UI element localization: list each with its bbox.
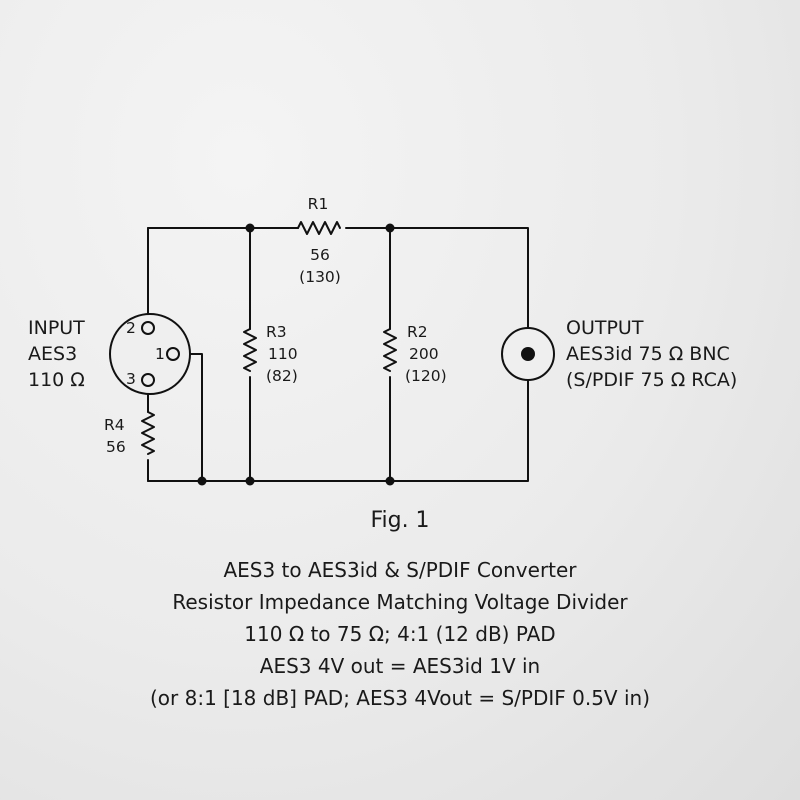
- output-label-line1: OUTPUT: [566, 317, 644, 339]
- r1-alt-value: (130): [299, 268, 341, 286]
- caption-line-5: (or 8:1 [18 dB] PAD; AES3 4Vout = S/PDIF…: [149, 686, 651, 710]
- output-label-line3: (S/PDIF 75 Ω RCA): [566, 369, 738, 391]
- r4-name: R4: [104, 416, 125, 434]
- output-label-line2: AES3id 75 Ω BNC: [566, 343, 730, 365]
- r3-alt-value: (82): [266, 367, 298, 385]
- wire-bottom: [147, 379, 529, 482]
- junction-dot: [197, 476, 207, 486]
- junction-dot: [385, 476, 395, 486]
- xlr-connector: [109, 313, 191, 395]
- xlr-pin1: [166, 347, 180, 361]
- r2-resistor: [383, 328, 397, 372]
- wire-top-right: [345, 227, 529, 331]
- junction-dot: [245, 223, 255, 233]
- pin3-number: 3: [126, 370, 136, 388]
- junction-dot: [245, 476, 255, 486]
- r1-name: R1: [307, 195, 329, 213]
- input-label-line3: 110 Ω: [28, 369, 85, 391]
- r4-value: 56: [106, 438, 126, 456]
- bnc-center-pin: [521, 347, 535, 361]
- r2-value: 200: [409, 345, 439, 363]
- r2-name: R2: [407, 323, 428, 341]
- caption-line-4: AES3 4V out = AES3id 1V in: [259, 654, 541, 678]
- input-label-line1: INPUT: [28, 317, 85, 339]
- caption-line-3: 110 Ω to 75 Ω; 4:1 (12 dB) PAD: [244, 622, 556, 646]
- caption-line-1: AES3 to AES3id & S/PDIF Converter: [223, 558, 577, 582]
- xlr-pin2: [141, 321, 155, 335]
- r4-resistor: [141, 411, 155, 455]
- pin1-number: 1: [155, 345, 165, 363]
- caption-line-2: Resistor Impedance Matching Voltage Divi…: [172, 590, 628, 614]
- xlr-pin3: [141, 373, 155, 387]
- junction-dot: [385, 223, 395, 233]
- r3-resistor: [243, 328, 257, 372]
- r1-value: 56: [310, 246, 330, 264]
- input-label-line2: AES3: [28, 343, 78, 365]
- pin2-number: 2: [126, 319, 136, 337]
- figure-label: Fig. 1: [370, 508, 430, 533]
- r1-resistor: [297, 221, 341, 235]
- r3-value: 110: [268, 345, 298, 363]
- r3-name: R3: [266, 323, 287, 341]
- r2-alt-value: (120): [405, 367, 447, 385]
